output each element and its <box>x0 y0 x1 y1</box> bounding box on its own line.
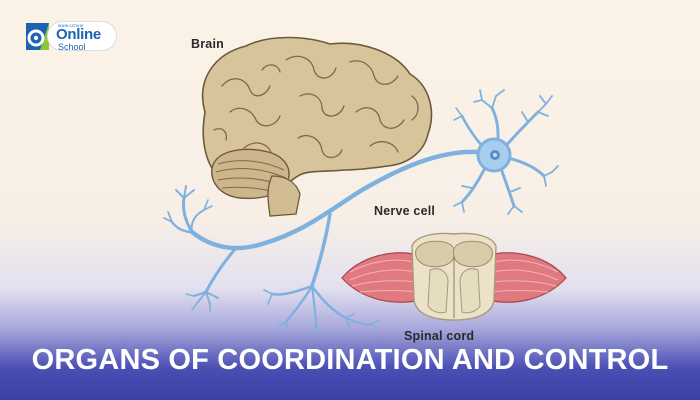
logo-badge-icon <box>26 23 49 50</box>
online-school-logo[interactable]: www.school Online School <box>22 18 118 54</box>
brain-illustration <box>201 36 433 217</box>
brain-label: Brain <box>191 37 224 51</box>
logo-brand-sub: School <box>58 42 86 52</box>
nerve-cell-illustration <box>163 89 559 335</box>
nerve-cell-label: Nerve cell <box>374 204 436 218</box>
banner-title: ORGANS OF COORDINATION AND CONTROL <box>31 344 669 376</box>
logo-text-pill <box>48 22 116 50</box>
logo-brand-main: Online <box>56 26 101 43</box>
spinal-cord-illustration <box>341 232 567 321</box>
logo-small-text: www.school <box>58 23 84 28</box>
spinal-cord-label: Spinal cord <box>404 329 475 343</box>
